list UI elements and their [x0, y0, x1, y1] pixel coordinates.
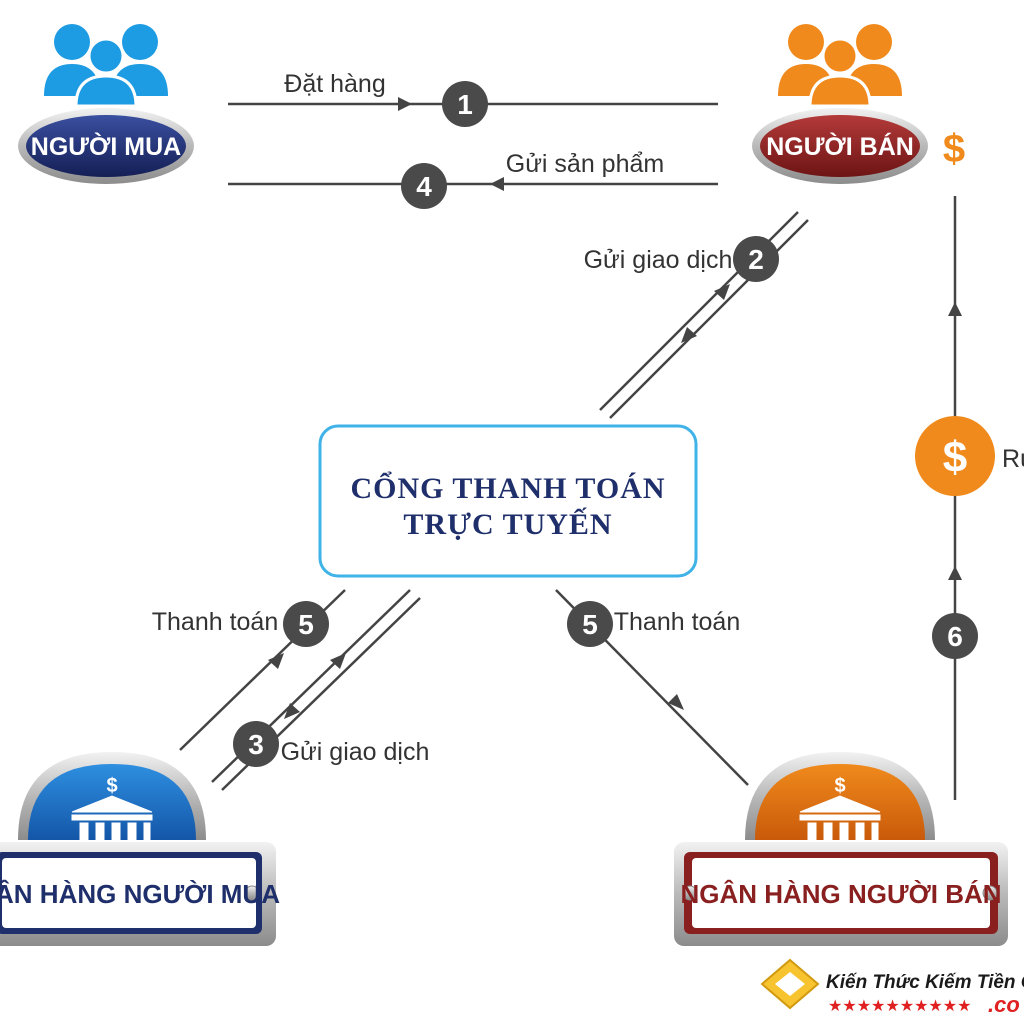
seller-badge: NGƯỜI BÁN	[752, 108, 928, 184]
step-3-label: Gửi giao dịch	[281, 738, 430, 766]
gateway-title-line2: TRỰC TUYẾN	[403, 507, 612, 541]
step-1-order: Đặt hàng 1	[228, 70, 718, 127]
step-5-right-payment: 5 Thanh toán	[555, 589, 749, 786]
seller-bank-label: NGÂN HÀNG NGƯỜI BÁN	[680, 879, 1001, 909]
svg-text:$: $	[106, 775, 117, 797]
step-3-send-transaction: 3 Gửi giao dịch	[211, 589, 430, 791]
brand-name: Kiến Thức Kiếm Tiền On	[826, 972, 1024, 993]
withdraw-symbol: $	[943, 433, 967, 482]
seller-people-icon	[778, 24, 902, 108]
step-1-number: 1	[457, 89, 473, 120]
brand-stars-icon: ★★★★★★★★★★	[828, 996, 971, 1015]
buyer-bank: $ NGÂN HÀNG NGƯỜI MUA	[0, 752, 280, 946]
gateway-title-line1: CỔNG THANH TOÁN	[350, 471, 665, 505]
step-5-left-number: 5	[298, 609, 314, 640]
step-5-left-payment: Thanh toán 5	[152, 589, 346, 751]
buyer-bank-label: NGÂN HÀNG NGƯỜI MUA	[0, 879, 280, 909]
step-5-left-label: Thanh toán	[152, 608, 279, 636]
buyer-actor: NGƯỜI MUA	[18, 24, 194, 184]
step-5-right-label: Thanh toán	[614, 608, 741, 636]
step-2-label: Gửi giao dịch	[584, 246, 733, 274]
step-2-send-transaction: Gửi giao dịch 2	[584, 211, 809, 419]
step-3-number: 3	[248, 729, 264, 760]
buyer-label: NGƯỜI MUA	[31, 131, 181, 161]
svg-text:$: $	[834, 775, 845, 797]
step-4-number: 4	[416, 171, 432, 202]
brand-suffix: .co	[988, 992, 1020, 1017]
payment-gateway: CỔNG THANH TOÁN TRỰC TUYẾN	[318, 424, 698, 578]
withdraw-dollar-icon	[915, 416, 995, 496]
brand-logo: Kiến Thức Kiếm Tiền On ★★★★★★★★★★ .co	[760, 958, 1024, 1017]
buyer-bank-icon: $	[71, 775, 153, 842]
seller-dollar-icon: $	[943, 127, 965, 171]
buyer-badge: NGƯỜI MUA	[18, 108, 194, 184]
seller-bank: $ NGÂN HÀNG NGƯỜI BÁN	[674, 752, 1008, 946]
step-5-right-number: 5	[582, 609, 598, 640]
withdraw-label: Rú	[1002, 445, 1024, 473]
step-6-withdraw: $ Rú 6	[915, 196, 1024, 800]
svg-text:★★★★★★★★★★: ★★★★★★★★★★	[828, 996, 971, 1015]
step-6-number: 6	[947, 621, 963, 652]
seller-bank-icon: $	[799, 775, 881, 842]
seller-actor: NGƯỜI BÁN $	[752, 24, 965, 184]
buyer-people-icon	[44, 24, 168, 108]
step-4-ship: Gửi sản phẩm 4	[228, 150, 718, 209]
step-4-label: Gửi sản phẩm	[506, 150, 664, 178]
diamond-logo-icon	[760, 958, 820, 1010]
seller-label: NGƯỜI BÁN	[766, 131, 914, 161]
step-2-number: 2	[748, 244, 764, 275]
step-1-label: Đặt hàng	[284, 70, 385, 98]
